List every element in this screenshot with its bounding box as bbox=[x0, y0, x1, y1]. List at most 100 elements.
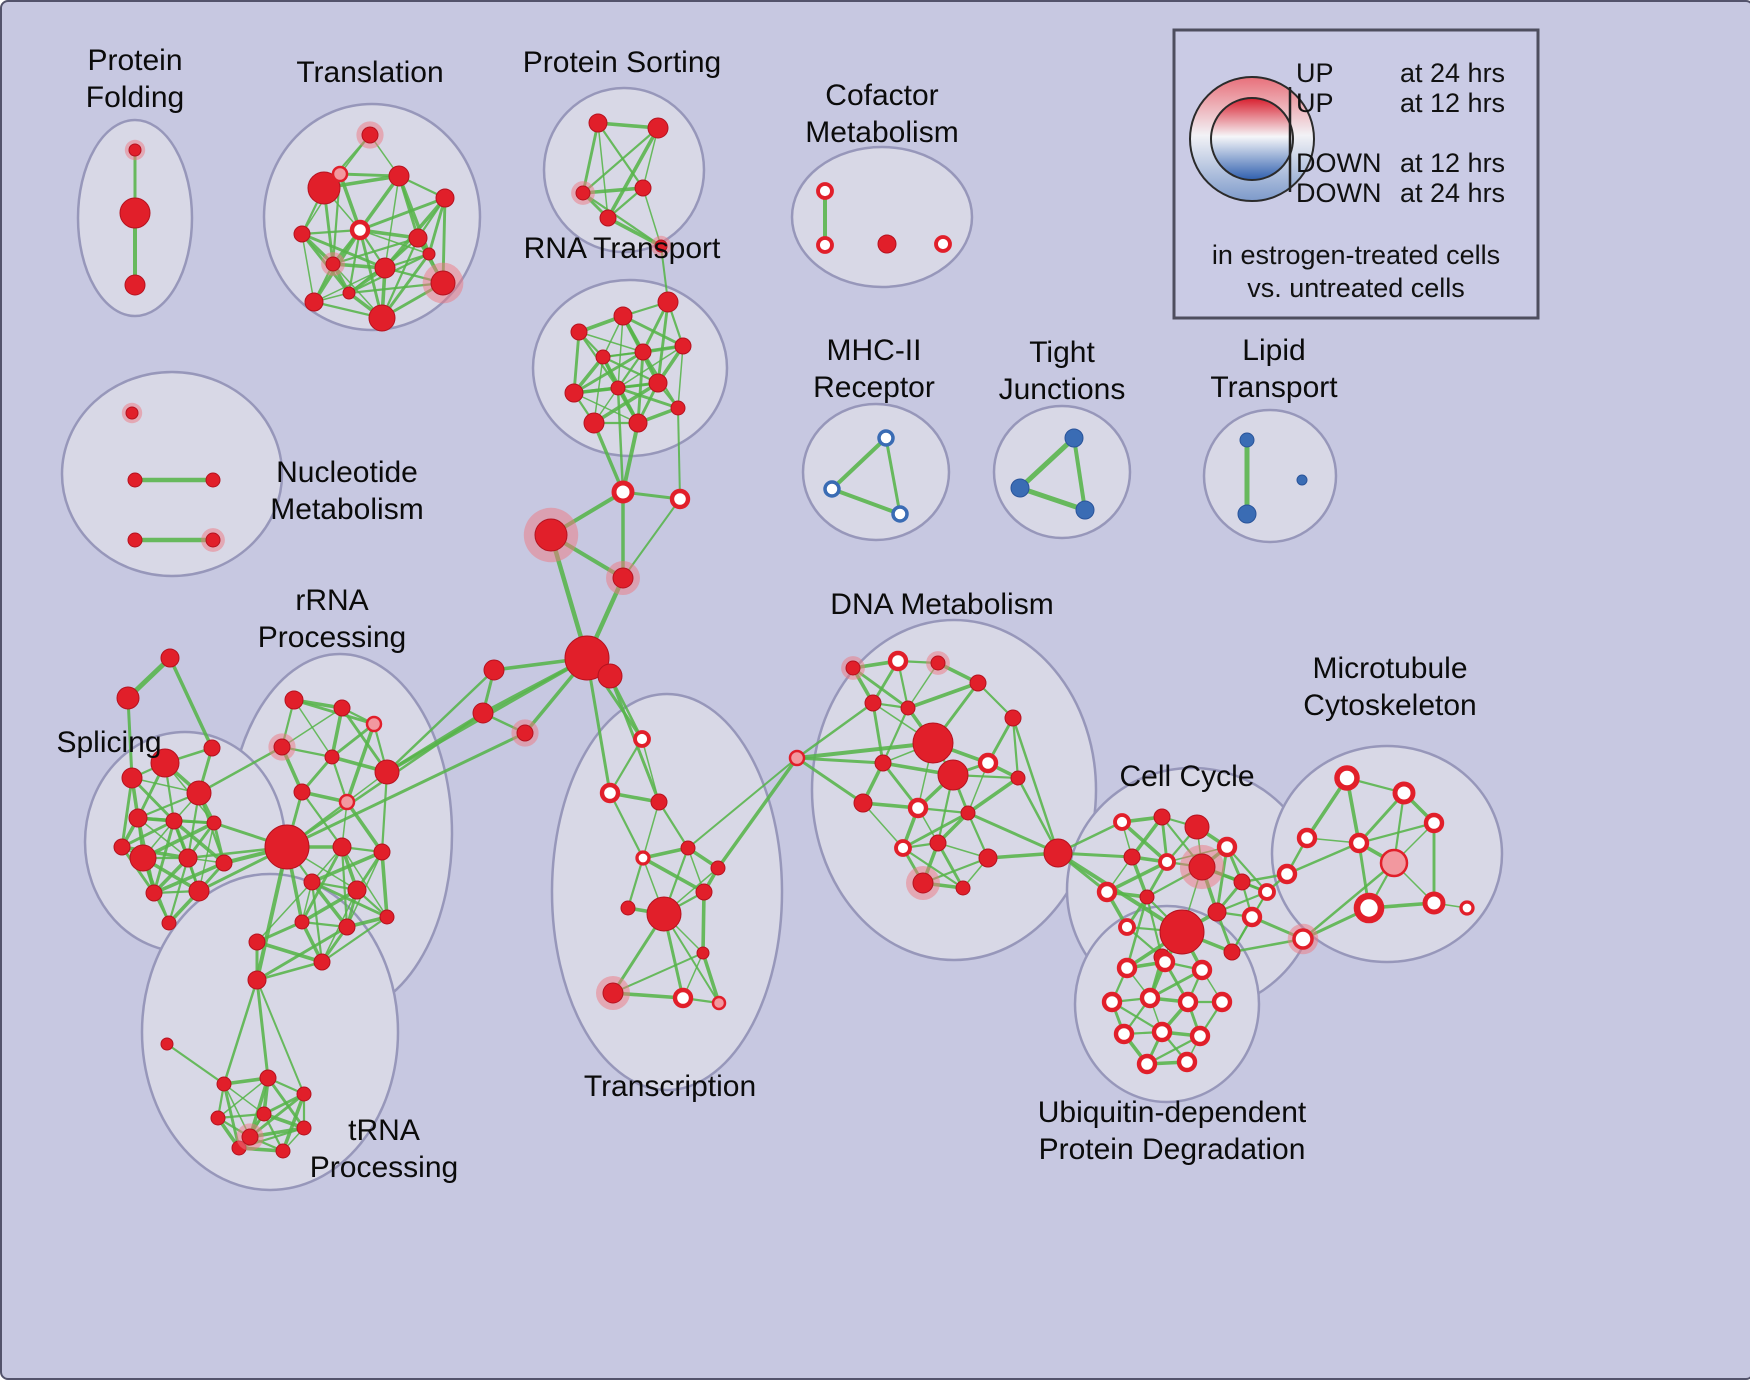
cluster-ellipse-rna-transport bbox=[531, 278, 729, 458]
edge bbox=[167, 856, 190, 925]
legend-time-label: at 12 hrs bbox=[1400, 88, 1505, 118]
node bbox=[332, 837, 352, 857]
node bbox=[1237, 504, 1257, 524]
edge bbox=[255, 940, 324, 964]
node bbox=[472, 702, 494, 724]
edge bbox=[255, 978, 270, 1080]
edge bbox=[901, 811, 970, 850]
edge bbox=[572, 330, 581, 395]
node bbox=[303, 873, 321, 891]
edge bbox=[285, 731, 527, 849]
edge bbox=[320, 915, 389, 964]
legend-time-label: at 12 hrs bbox=[1400, 148, 1505, 178]
node bbox=[293, 783, 311, 801]
node bbox=[1136, 1053, 1158, 1075]
node bbox=[127, 472, 143, 488]
edge bbox=[592, 421, 625, 494]
edge bbox=[687, 757, 798, 849]
node bbox=[342, 286, 356, 300]
node bbox=[955, 880, 971, 896]
edge bbox=[617, 315, 624, 389]
node bbox=[575, 185, 591, 201]
edge bbox=[716, 756, 799, 870]
edge bbox=[358, 174, 401, 232]
node bbox=[128, 143, 142, 157]
edge bbox=[1105, 860, 1169, 894]
node bbox=[160, 1037, 174, 1051]
node bbox=[634, 343, 652, 361]
edge bbox=[347, 228, 362, 295]
legend-caption-line: vs. untreated cells bbox=[1247, 273, 1465, 303]
edge bbox=[255, 845, 289, 982]
edge bbox=[656, 300, 670, 385]
node bbox=[160, 648, 180, 668]
node bbox=[612, 567, 634, 589]
edge bbox=[581, 126, 660, 195]
node bbox=[435, 188, 455, 208]
node bbox=[121, 767, 143, 789]
node bbox=[1004, 709, 1022, 727]
node bbox=[710, 860, 726, 876]
node bbox=[845, 660, 861, 676]
node bbox=[215, 854, 233, 872]
edge bbox=[1215, 845, 1229, 914]
edge bbox=[256, 881, 313, 943]
node bbox=[1379, 848, 1409, 878]
node bbox=[388, 165, 410, 187]
node bbox=[1296, 827, 1318, 849]
edge bbox=[222, 978, 259, 1086]
edge bbox=[359, 229, 430, 255]
node bbox=[1239, 432, 1255, 448]
edge bbox=[1017, 485, 1088, 513]
edge bbox=[596, 121, 645, 190]
node bbox=[823, 480, 841, 498]
edge bbox=[795, 756, 865, 805]
edge bbox=[380, 850, 389, 919]
node bbox=[373, 843, 391, 861]
edge bbox=[384, 175, 400, 269]
edge bbox=[120, 819, 176, 849]
node bbox=[216, 1076, 232, 1092]
node bbox=[564, 383, 584, 403]
node bbox=[1392, 781, 1416, 805]
edge bbox=[572, 350, 645, 395]
edge bbox=[385, 668, 496, 774]
edge bbox=[795, 756, 885, 765]
node bbox=[516, 724, 534, 742]
node bbox=[186, 780, 212, 806]
node bbox=[294, 914, 310, 930]
node bbox=[648, 373, 668, 393]
edge bbox=[621, 421, 640, 494]
cluster-label-translation: Translation bbox=[296, 56, 443, 89]
node bbox=[178, 848, 198, 868]
edge bbox=[795, 741, 935, 760]
node bbox=[1154, 951, 1176, 973]
node bbox=[325, 256, 341, 272]
node bbox=[969, 674, 987, 692]
node bbox=[711, 995, 727, 1011]
edge bbox=[292, 698, 376, 726]
node bbox=[1158, 853, 1176, 871]
edge bbox=[1072, 436, 1087, 512]
node bbox=[674, 337, 692, 355]
edge bbox=[165, 1042, 226, 1086]
node bbox=[205, 472, 221, 488]
edge bbox=[330, 722, 376, 759]
edge bbox=[573, 392, 639, 424]
edge bbox=[936, 841, 965, 890]
cluster-label-splicing: Splicing bbox=[56, 726, 161, 759]
node bbox=[907, 797, 929, 819]
node bbox=[1123, 848, 1141, 866]
edge bbox=[1017, 435, 1077, 491]
node bbox=[331, 165, 349, 183]
node bbox=[1010, 770, 1026, 786]
edge bbox=[585, 656, 612, 795]
node bbox=[635, 850, 651, 866]
edge bbox=[256, 979, 305, 1095]
